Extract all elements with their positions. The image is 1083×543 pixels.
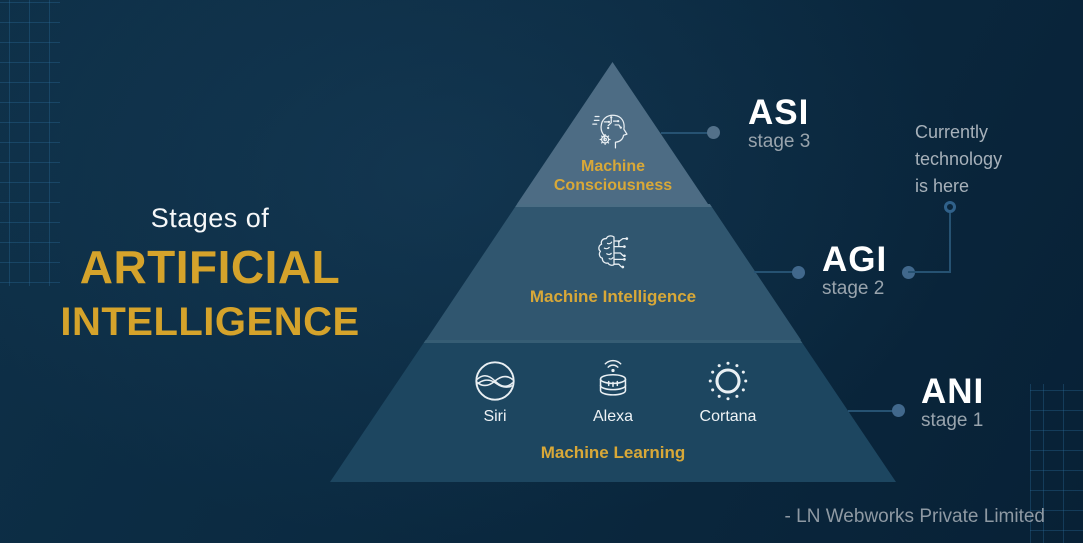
assistant-name: Siri (483, 408, 507, 425)
agi-connector-dot (792, 266, 805, 279)
asi-connector-dot (707, 126, 720, 139)
cyborg-head-icon (589, 104, 635, 152)
assistant-name: Alexa (592, 408, 634, 425)
title-artificial: ARTIFICIAL (79, 241, 341, 293)
grid-pattern-bottom-right (1030, 384, 1083, 543)
alexa-icon (590, 358, 636, 404)
annotation-connector-vline (949, 213, 951, 272)
stage-label-ani: ANI stage 1 (921, 372, 985, 432)
ani-connector-line (848, 410, 893, 412)
title-prefix: Stages of (150, 203, 270, 233)
stage-label-agi: AGI stage 2 (822, 240, 888, 300)
grid-pattern-top-left (0, 0, 60, 286)
title-intelligence: INTELLIGENCE (60, 300, 360, 344)
stage-label-asi: ASI stage 3 (748, 93, 811, 153)
footer-credit: - LN Webworks Private Limited (784, 506, 1045, 527)
assistant-alexa: Alexa (558, 358, 668, 426)
annotation-connector-ring (944, 201, 956, 213)
brain-circuit-icon (590, 229, 638, 277)
ani-connector-dot (892, 404, 905, 417)
label-machine-intelligence: Machine Intelligence (529, 287, 697, 306)
agi-connector-line (754, 271, 794, 273)
title-block: Stages of ARTIFICIAL INTELLIGENCE (10, 203, 410, 345)
cortana-icon (705, 358, 751, 404)
siri-icon (472, 358, 518, 404)
current-technology-annotation: Currently technology is here (915, 122, 1003, 196)
assistant-cortana: Cortana (673, 358, 783, 426)
pyramid-tier-machine-learning (330, 340, 896, 482)
assistant-name: Cortana (699, 408, 757, 425)
asi-connector-line (661, 132, 708, 134)
annotation-connector-hline (908, 271, 951, 273)
label-machine-consciousness: Machine Consciousness (553, 158, 673, 194)
assistant-siri: Siri (440, 358, 550, 426)
label-machine-learning: Machine Learning (540, 443, 686, 462)
